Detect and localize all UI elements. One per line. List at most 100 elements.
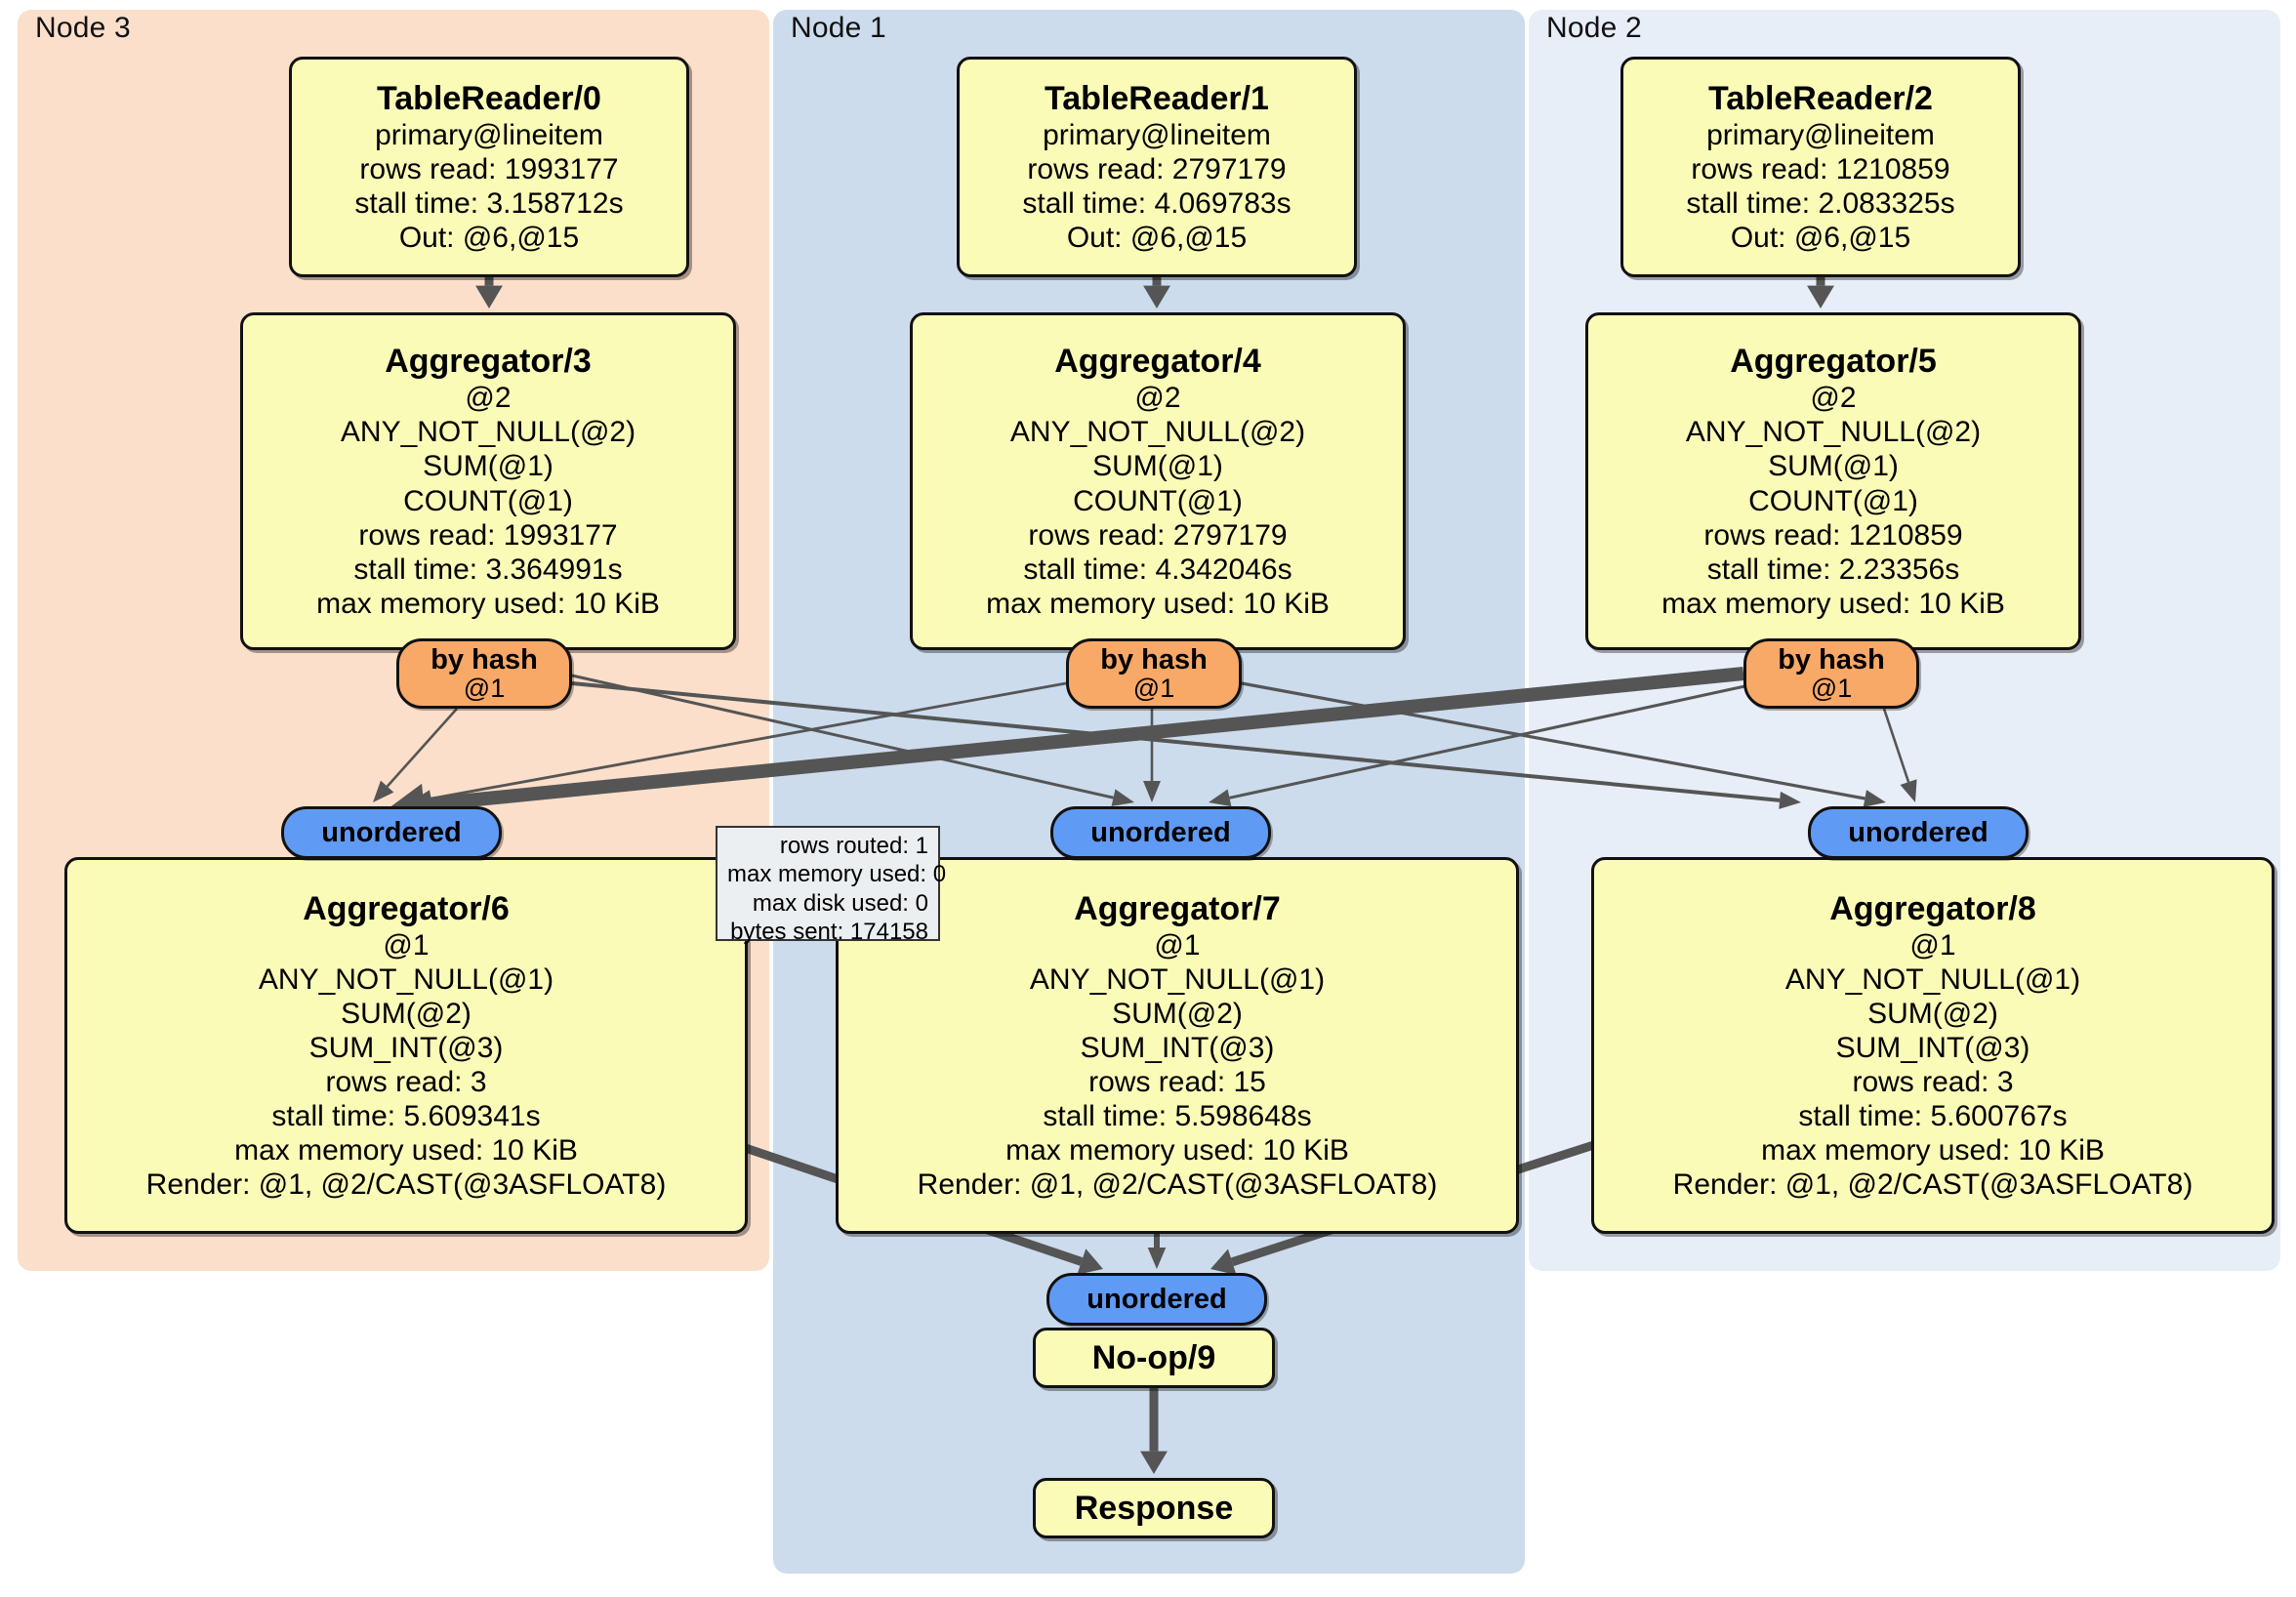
node-detail-line-1: rows read: 1993177: [359, 152, 619, 185]
node-detail-line-0: @1: [383, 928, 430, 962]
node-detail-line-4: rows read: 2797179: [1028, 518, 1288, 552]
node-detail-line-7: Render: @1, @2/CAST(@3ASFLOAT8): [917, 1168, 1438, 1202]
plan-node-noop9[interactable]: No-op/9: [1033, 1328, 1275, 1388]
node-title: Aggregator/4: [1054, 343, 1261, 381]
node-detail-line-4: rows read: 15: [1088, 1066, 1266, 1099]
node-detail-line-6: max memory used: 10 KiB: [234, 1134, 578, 1167]
router-pill-hash3[interactable]: by hash@1: [396, 638, 572, 709]
node-detail-line-1: rows read: 2797179: [1027, 152, 1287, 185]
node-title: TableReader/1: [1045, 79, 1269, 117]
node-title: Aggregator/6: [303, 889, 510, 927]
node-detail-line-2: stall time: 4.069783s: [1022, 187, 1292, 221]
node-detail-line-3: Out: @6,@15: [1066, 222, 1248, 255]
stats-row-1: max memory used: 0: [727, 861, 947, 888]
node-detail-line-6: max memory used: 10 KiB: [986, 587, 1330, 620]
node-detail-line-1: ANY_NOT_NULL(@2): [340, 416, 636, 449]
cluster-label-node3: Node 3: [35, 12, 131, 44]
pill-label: by hash: [430, 643, 538, 676]
node-detail-line-0: primary@lineitem: [1043, 118, 1271, 151]
node-detail-line-1: ANY_NOT_NULL(@2): [1685, 416, 1982, 449]
node-detail-line-3: SUM_INT(@3): [308, 1031, 504, 1064]
node-title: Aggregator/7: [1074, 889, 1281, 927]
pill-label: unordered: [1086, 1283, 1227, 1315]
node-detail-line-2: stall time: 2.083325s: [1686, 187, 1955, 221]
router-pill-unordered7[interactable]: unordered: [1050, 806, 1271, 859]
pill-label: unordered: [1848, 816, 1988, 848]
node-detail-line-2: SUM(@2): [1112, 997, 1243, 1030]
pill-label: unordered: [1090, 816, 1231, 848]
node-detail-line-2: SUM(@1): [1092, 450, 1223, 483]
node-detail-line-3: Out: @6,@15: [398, 222, 580, 255]
node-detail-line-2: stall time: 3.158712s: [354, 187, 624, 221]
node-detail-line-5: stall time: 2.23356s: [1706, 553, 1960, 586]
node-detail-line-6: max memory used: 10 KiB: [1005, 1134, 1349, 1167]
router-pill-unordered6[interactable]: unordered: [281, 806, 502, 859]
pill-sublabel: @1: [1810, 674, 1853, 704]
cluster-label-node2: Node 2: [1546, 12, 1642, 44]
node-detail-line-2: SUM(@2): [341, 997, 472, 1030]
node-title: Aggregator/5: [1730, 343, 1937, 381]
node-detail-line-0: @2: [1810, 382, 1857, 415]
node-title: No-op/9: [1091, 1338, 1216, 1376]
node-detail-line-4: rows read: 1993177: [358, 518, 618, 552]
node-detail-line-3: SUM_INT(@3): [1080, 1031, 1275, 1064]
node-detail-line-3: COUNT(@1): [1073, 484, 1243, 517]
node-detail-line-1: rows read: 1210859: [1691, 152, 1950, 185]
router-pill-hash5[interactable]: by hash@1: [1743, 638, 1919, 709]
pill-label: by hash: [1100, 643, 1208, 676]
node-detail-line-5: stall time: 5.609341s: [271, 1100, 541, 1133]
node-title: Aggregator/8: [1829, 889, 2036, 927]
node-detail-line-6: max memory used: 10 KiB: [316, 587, 660, 620]
node-detail-line-2: SUM(@2): [1867, 997, 1998, 1030]
node-detail-line-5: stall time: 4.342046s: [1023, 553, 1292, 586]
node-detail-line-0: @2: [1134, 382, 1181, 415]
node-detail-line-2: SUM(@1): [423, 450, 554, 483]
pill-sublabel: @1: [1132, 674, 1175, 704]
plan-node-response[interactable]: Response: [1033, 1478, 1275, 1538]
node-detail-line-1: ANY_NOT_NULL(@1): [258, 962, 554, 996]
node-detail-line-1: ANY_NOT_NULL(@1): [1029, 962, 1326, 996]
node-detail-line-5: stall time: 3.364991s: [353, 553, 623, 586]
node-detail-line-0: @1: [1154, 928, 1201, 962]
node-detail-line-7: Render: @1, @2/CAST(@3ASFLOAT8): [1672, 1168, 2194, 1202]
router-pill-unordered9[interactable]: unordered: [1046, 1273, 1267, 1326]
node-detail-line-0: @1: [1909, 928, 1956, 962]
router-pill-hash4[interactable]: by hash@1: [1066, 638, 1242, 709]
node-detail-line-4: rows read: 1210859: [1703, 518, 1963, 552]
node-detail-line-6: max memory used: 10 KiB: [1661, 587, 2005, 620]
node-detail-line-0: primary@lineitem: [1706, 118, 1935, 151]
node-detail-line-2: SUM(@1): [1768, 450, 1899, 483]
pill-sublabel: @1: [463, 674, 506, 704]
cluster-label-node1: Node 1: [791, 12, 886, 44]
node-detail-line-3: COUNT(@1): [1748, 484, 1918, 517]
node-detail-line-4: rows read: 3: [1852, 1066, 2014, 1099]
pill-label: by hash: [1778, 643, 1885, 676]
stats-row-2: max disk used: 0: [752, 889, 928, 917]
node-detail-line-4: rows read: 3: [325, 1066, 487, 1099]
node-detail-line-1: ANY_NOT_NULL(@2): [1009, 416, 1306, 449]
node-detail-line-7: Render: @1, @2/CAST(@3ASFLOAT8): [145, 1168, 667, 1202]
node-detail-line-1: ANY_NOT_NULL(@1): [1784, 962, 2081, 996]
node-detail-line-5: stall time: 5.598648s: [1043, 1100, 1312, 1133]
router-pill-unordered8[interactable]: unordered: [1808, 806, 2029, 859]
node-title: Response: [1074, 1489, 1234, 1527]
node-detail-line-3: Out: @6,@15: [1730, 222, 1911, 255]
node-detail-line-0: primary@lineitem: [375, 118, 603, 151]
node-title: TableReader/0: [377, 79, 601, 117]
pill-label: unordered: [321, 816, 462, 848]
node-detail-line-6: max memory used: 10 KiB: [1761, 1134, 2105, 1167]
node-title: TableReader/2: [1708, 79, 1933, 117]
node-title: Aggregator/3: [385, 343, 592, 381]
stats-row-3: bytes sent: 174158: [730, 918, 928, 945]
